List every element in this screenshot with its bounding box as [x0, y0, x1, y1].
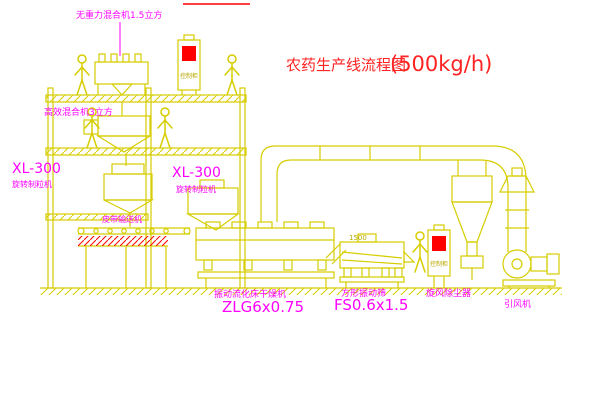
building-structure — [40, 87, 562, 295]
vibrating-screen-outline — [339, 233, 416, 288]
worker-figure — [224, 54, 240, 96]
label-gravity-mixer: 无重力混合机1.5立方 — [76, 9, 162, 21]
exhaust-duct-outline — [260, 145, 529, 252]
ground-hatch — [40, 288, 562, 295]
label-fan: 引风机 — [504, 298, 531, 310]
label-dryer-model: ZLG6x0.75 — [222, 298, 304, 316]
label-granulator-mid-name: 旋转制粒机 — [176, 184, 216, 194]
fluid-bed-dryer-outline — [195, 221, 347, 288]
control-cabinet-indicator — [432, 236, 446, 251]
floor-slab-lower — [45, 213, 149, 221]
building-column — [239, 87, 246, 289]
label-dimension-1500: 1500 — [349, 234, 367, 242]
diagram-title-capacity: (500kg/h) — [390, 52, 492, 76]
diagram-title: 农药生产线流程图 — [286, 56, 406, 74]
control-cabinet-label: 控制柜 — [430, 260, 448, 268]
label-granulator-mid-model: XL-300 — [172, 165, 221, 181]
label-granulator-left-model: XL-300 — [12, 161, 61, 177]
rotary-granulator-mid-outline — [185, 179, 240, 231]
floor-slab-top — [45, 94, 247, 103]
worker-figure — [74, 54, 90, 96]
conveyor-pit-red-hatch — [78, 236, 168, 246]
worker-figure — [412, 231, 428, 273]
label-screen-model: FS0.6x1.5 — [334, 296, 408, 314]
control-cabinet-1: 控制柜 — [177, 34, 201, 95]
floor-slab-middle — [45, 147, 247, 156]
rotary-granulator-left-outline — [103, 163, 155, 227]
label-high-eff-mixer: 高效混合机3立方 — [44, 106, 113, 118]
label-dryer-name: 振动流化床干燥机 — [214, 288, 286, 300]
exhaust-stack-cap-outline — [499, 167, 535, 193]
label-cyclone: 旋风除尘器 — [426, 287, 471, 299]
control-cabinet-label: 控制柜 — [180, 72, 198, 80]
label-granulator-left-name: 旋转制粒机 — [12, 179, 52, 189]
induced-draft-fan-outline — [502, 249, 560, 288]
control-cabinet-indicator — [182, 46, 196, 61]
label-belt-conveyor: 皮带输送机 — [102, 214, 142, 224]
control-cabinet-2: 控制柜 — [427, 224, 451, 288]
gravity-mixer-outline — [94, 53, 149, 116]
label-screen-name: 方形振动筛 — [341, 287, 386, 299]
cyclone-separator-outline — [451, 160, 493, 280]
worker-figure — [157, 107, 173, 149]
